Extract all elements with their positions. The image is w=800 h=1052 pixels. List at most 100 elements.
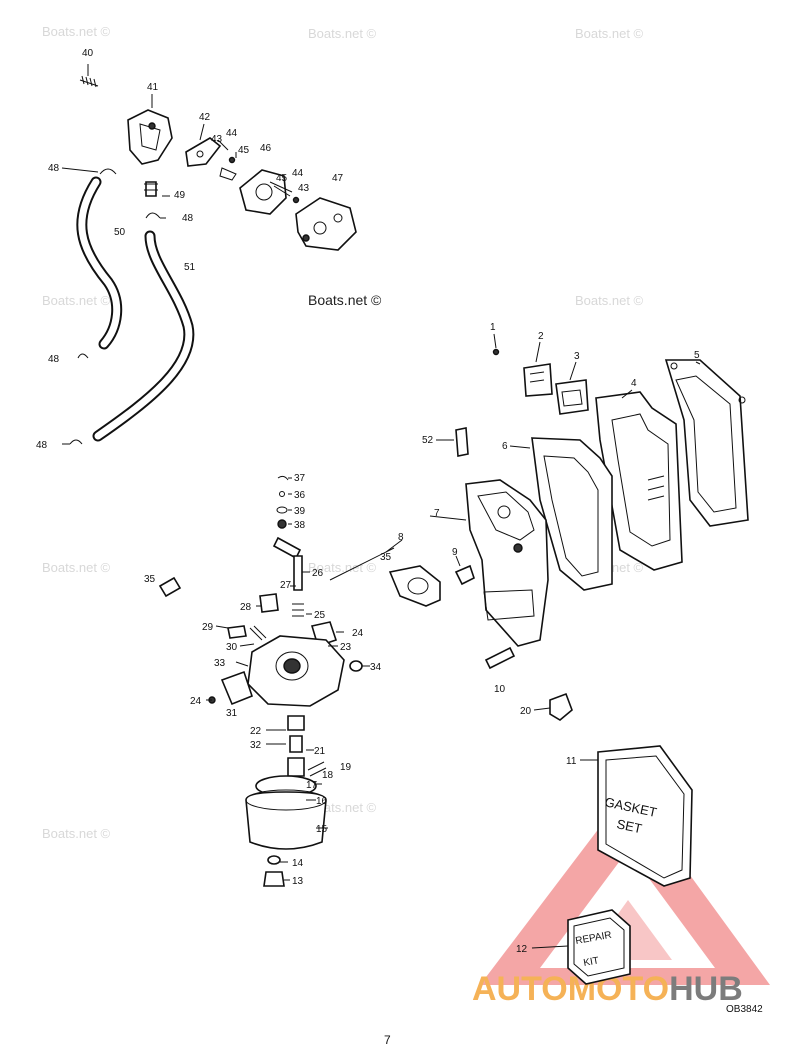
callout-23: 23 — [340, 642, 352, 653]
callout-6: 6 — [502, 441, 508, 452]
callout-labels: 40 41 42 43 44 45 46 45 44 43 47 48 49 4… — [36, 48, 700, 955]
callout-38: 38 — [294, 520, 306, 531]
callout-28: 28 — [240, 602, 252, 613]
reed-block-group — [329, 333, 749, 721]
screw-29 — [259, 593, 279, 613]
callout-4: 4 — [631, 378, 637, 389]
watermark: Boats.net © — [42, 24, 111, 39]
callout-42: 42 — [199, 112, 211, 123]
callout-1: 1 — [490, 322, 496, 333]
sleeve-52 — [455, 427, 469, 457]
callout-5: 5 — [694, 350, 700, 361]
callout-25: 25 — [314, 610, 326, 621]
callout-19: 19 — [340, 762, 352, 773]
pump-body-46 — [239, 169, 287, 215]
watermark: Boats.net © — [308, 26, 377, 41]
watermark-main: Boats.net © — [308, 292, 382, 308]
watermark: Boats.net © — [42, 826, 111, 841]
callout-2: 2 — [538, 331, 544, 342]
callout-26: 26 — [312, 568, 324, 579]
watermark: Boats.net © — [42, 560, 111, 575]
watermark: Boats.net © — [308, 560, 377, 575]
link-rod-8 — [329, 547, 395, 581]
callout-44: 44 — [226, 128, 238, 139]
fitting-49 — [145, 181, 157, 197]
callout-7: 7 — [434, 508, 440, 519]
callout-20: 20 — [520, 706, 532, 717]
callout-35: 35 — [144, 574, 156, 585]
callout-48: 48 — [182, 213, 194, 224]
reed-stop-3 — [555, 379, 589, 415]
callout-40: 40 — [82, 48, 94, 59]
plate-31 — [220, 670, 253, 706]
callout-47: 47 — [332, 173, 344, 184]
callout-30: 30 — [226, 642, 238, 653]
callout-35: 35 — [380, 552, 392, 563]
shaft-26 — [293, 555, 303, 591]
plug-34 — [349, 660, 363, 672]
callout-49: 49 — [174, 190, 186, 201]
watermark: Boats.net © — [575, 26, 644, 41]
intake-manifold-7 — [465, 479, 549, 647]
callout-17: 17 — [306, 780, 318, 791]
spring-25 — [292, 603, 304, 617]
nozzle-22 — [287, 715, 305, 731]
bolt-10 — [484, 646, 516, 670]
callout-22: 22 — [250, 726, 262, 737]
float-bowl-15 — [245, 791, 327, 850]
lever-28 — [272, 536, 302, 560]
gasket-set-line2: SET — [615, 816, 643, 836]
clip-35 — [158, 576, 182, 598]
callout-43: 43 — [211, 134, 223, 145]
callout-36: 36 — [294, 490, 306, 501]
callout-33: 33 — [214, 658, 226, 669]
callout-27: 27 — [280, 580, 292, 591]
callout-24: 24 — [352, 628, 364, 639]
callout-8: 8 — [398, 532, 404, 543]
watermark: Boats.net © — [575, 293, 644, 308]
callout-13: 13 — [292, 876, 304, 887]
callout-41: 41 — [147, 82, 159, 93]
fuel-pump-group — [61, 64, 357, 445]
callout-34: 34 — [370, 662, 382, 673]
callout-12: 12 — [516, 944, 528, 955]
callout-15: 15 — [316, 824, 328, 835]
washer-36 — [279, 491, 285, 497]
callout-44: 44 — [292, 168, 304, 179]
callout-48: 48 — [36, 440, 48, 451]
watermark: Boats.net © — [42, 293, 111, 308]
jet-32 — [289, 735, 303, 753]
callout-37: 37 — [294, 473, 306, 484]
fitting-9 — [454, 564, 475, 586]
spring-18 — [307, 761, 327, 777]
plug-20 — [549, 692, 573, 721]
callout-39: 39 — [294, 506, 306, 517]
callout-21: 21 — [314, 746, 326, 757]
screw-29b — [227, 625, 247, 639]
repair-kit-line2: KIT — [583, 955, 600, 969]
float-21 — [287, 757, 305, 777]
seal-39 — [276, 506, 288, 514]
spring-30 — [249, 625, 267, 641]
repair-kit-box: REPAIR KIT — [531, 909, 631, 985]
callout-43: 43 — [298, 183, 310, 194]
nut-38 — [277, 519, 287, 529]
diagram-code: OB3842 — [726, 1004, 763, 1015]
callout-50: 50 — [114, 227, 126, 238]
callout-10: 10 — [494, 684, 506, 695]
callout-45: 45 — [238, 145, 250, 156]
clip-37 — [277, 475, 289, 481]
callout-24: 24 — [190, 696, 202, 707]
gasket-set-box: GASKET SET — [580, 745, 693, 887]
callout-29: 29 — [202, 622, 214, 633]
callout-11: 11 — [566, 756, 577, 767]
reed-plate-2 — [523, 363, 553, 397]
callout-14: 14 — [292, 858, 304, 869]
callout-46: 46 — [260, 143, 272, 154]
callout-9: 9 — [452, 547, 458, 558]
diaphragm-42 — [185, 137, 222, 167]
pump-base-47 — [295, 197, 357, 251]
callout-3: 3 — [574, 351, 580, 362]
